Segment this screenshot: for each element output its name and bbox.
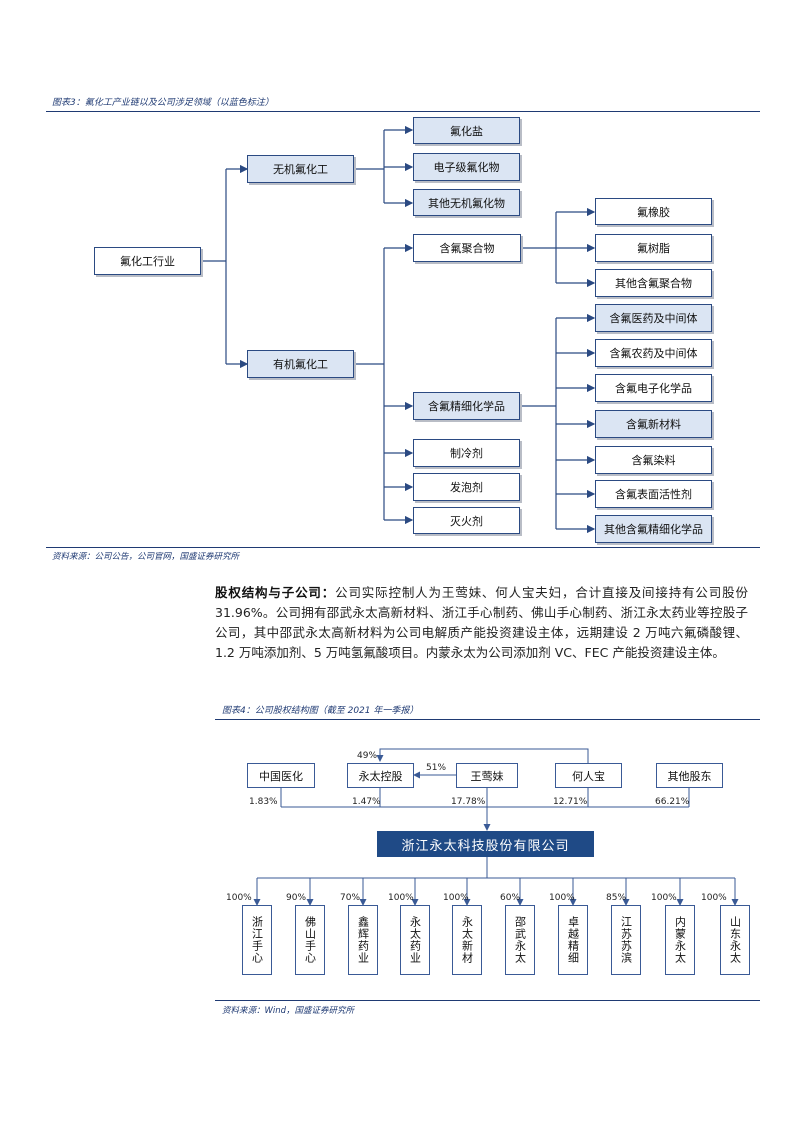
subsidiary-shandong-yongtai: 山东永太 [720, 905, 750, 975]
node-fluoride-salt: 氟化盐 [413, 117, 520, 144]
shareholder-he-renbao: 何人宝 [555, 763, 622, 788]
subsidiary-foshan-shouxin: 佛山手心 [295, 905, 325, 975]
figure3-top-rule [46, 111, 760, 112]
paragraph-body: 公司实际控制人为王莺妹、何人宝夫妇，合计直接及间接持有公司股份31.96%。公司… [215, 585, 748, 660]
node-other-fine-chemicals: 其他含氟精细化学品 [595, 515, 712, 543]
figure4-top-rule [215, 719, 760, 720]
pct-sub-yongtai-materials: 100% [443, 893, 469, 903]
subsidiary-zhejiang-shouxin: 浙江手心 [242, 905, 272, 975]
shareholder-others: 其他股东 [656, 763, 723, 788]
subsidiary-xinhui-pharma: 鑫辉药业 [348, 905, 378, 975]
node-fine-chemicals: 含氟精细化学品 [413, 392, 520, 420]
pct-wang-yingmei: 17.78% [451, 797, 486, 807]
subsidiary-zhuoyue-fine: 卓越精细 [558, 905, 588, 975]
pct-sub-neimeng: 100% [651, 893, 677, 903]
pct-others: 66.21% [655, 797, 690, 807]
figure4-caption: 图表4：公司股权结构图（截至 2021 年一季报） [222, 706, 419, 716]
node-foaming-agent: 发泡剂 [413, 473, 520, 501]
node-electronic-chemicals: 含氟电子化学品 [595, 374, 712, 402]
subsidiary-jiangsu-subin: 江苏苏滨 [611, 905, 641, 975]
node-other-fluoropolymer: 其他含氟聚合物 [595, 269, 712, 297]
shareholder-wang-yingmei: 王莺妹 [456, 763, 518, 788]
pct-sub-xinhui: 70% [340, 893, 361, 903]
figure4-source: 资料来源：Wind，国盛证券研究所 [222, 1006, 355, 1016]
equity-paragraph: 股权结构与子公司：公司实际控制人为王莺妹、何人宝夫妇，合计直接及间接持有公司股份… [215, 583, 748, 663]
figure4-bottom-rule [215, 1000, 760, 1001]
figure3-caption: 图表3：氟化工产业链以及公司涉足领域（以蓝色标注） [52, 98, 274, 108]
node-pesticide-intermediates: 含氟农药及中间体 [595, 339, 712, 367]
figure3-bottom-rule [46, 547, 760, 548]
figure3-source: 资料来源：公司公告，公司官网，国盛证券研究所 [52, 552, 240, 562]
shareholder-zhongguo-yihua: 中国医化 [247, 763, 315, 788]
pct-cross-51: 51% [426, 763, 447, 773]
pct-cross-49: 49% [357, 751, 378, 761]
paragraph-lead: 股权结构与子公司： [215, 585, 336, 600]
subsidiary-neimeng-yongtai: 内蒙永太 [665, 905, 695, 975]
subsidiary-shaowu-yongtai: 邵武永太 [505, 905, 535, 975]
node-fire-extinguishant: 灭火剂 [413, 507, 520, 534]
node-fluororubber: 氟橡胶 [595, 198, 712, 225]
company-yongtai-tech: 浙江永太科技股份有限公司 [377, 831, 594, 857]
node-other-inorganic-fluoride: 其他无机氟化物 [413, 189, 520, 216]
pct-zhongguo-yihua: 1.83% [249, 797, 278, 807]
node-fluoropolymer: 含氟聚合物 [413, 234, 521, 262]
node-organic: 有机氟化工 [247, 350, 354, 378]
pct-sub-yongtai-pharma: 100% [388, 893, 414, 903]
node-fluorochem-industry: 氟化工行业 [94, 247, 201, 275]
node-fluororesin: 氟树脂 [595, 234, 712, 262]
node-surfactants: 含氟表面活性剂 [595, 480, 712, 508]
pct-sub-zhuoyue: 100% [549, 893, 575, 903]
node-dyes: 含氟染料 [595, 446, 712, 474]
subsidiary-yongtai-pharma: 永太药业 [400, 905, 430, 975]
pct-sub-zhejiang-shouxin: 100% [226, 893, 252, 903]
node-refrigerant: 制冷剂 [413, 439, 520, 467]
pct-sub-shandong: 100% [701, 893, 727, 903]
node-new-materials: 含氟新材料 [595, 410, 712, 438]
node-pharma-intermediates: 含氟医药及中间体 [595, 304, 712, 332]
pct-he-renbao: 12.71% [553, 797, 588, 807]
pct-sub-foshan-shouxin: 90% [286, 893, 307, 903]
pct-sub-jiangsu-subin: 85% [606, 893, 627, 903]
node-inorganic: 无机氟化工 [247, 155, 354, 183]
pct-yongtai-holding: 1.47% [352, 797, 381, 807]
pct-sub-shaowu: 60% [500, 893, 521, 903]
subsidiary-yongtai-materials: 永太新材 [452, 905, 482, 975]
shareholder-yongtai-holding: 永太控股 [347, 763, 414, 788]
node-electronic-fluoride: 电子级氟化物 [413, 153, 520, 181]
